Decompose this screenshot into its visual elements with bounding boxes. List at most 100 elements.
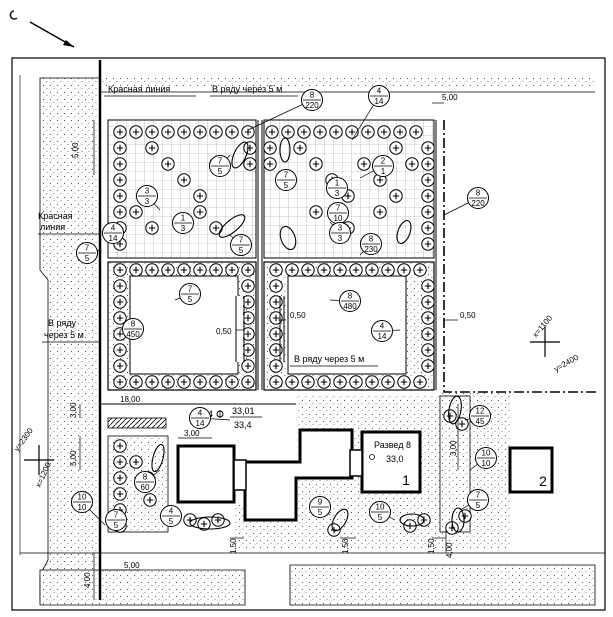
tree-symbol — [209, 221, 223, 235]
callout-top-number: 1 — [181, 214, 186, 223]
tree-symbol — [309, 205, 323, 219]
plant-callout: 75 — [209, 154, 231, 177]
callout-top-number: 7 — [476, 491, 481, 500]
callout-top-number: 7 — [85, 244, 90, 253]
tree-symbol — [113, 279, 127, 293]
tree-symbol — [297, 125, 311, 139]
tree-symbol — [421, 311, 435, 325]
tree-symbol — [113, 157, 127, 171]
tree-symbol — [421, 173, 435, 187]
callout-bottom-number: 5 — [114, 521, 119, 530]
benchmark-number: 4 — [208, 409, 213, 419]
tree-symbol — [293, 141, 307, 155]
tree-symbol — [333, 263, 347, 277]
callout-top-number: 7 — [239, 236, 244, 245]
callout-top-number: 2 — [381, 157, 386, 166]
plant-callout: 414 — [189, 407, 231, 429]
callout-bottom-number: 5 — [218, 167, 223, 176]
lawn-right — [263, 261, 435, 391]
callout-bottom-number: 3 — [335, 189, 340, 198]
plant-callout: 75 — [459, 489, 489, 511]
tree-symbol — [113, 205, 127, 219]
tree-symbol — [161, 157, 175, 171]
callout-top-number: 10 — [78, 493, 87, 502]
hatched-strip — [107, 417, 167, 429]
callout-top-number: 8 — [348, 292, 353, 301]
building-2-number: 2 — [539, 473, 547, 489]
tree-symbol — [113, 439, 127, 453]
dim-18: 18,00 — [120, 395, 141, 404]
dim-5-left: 5,00 — [69, 450, 78, 466]
tree-symbol — [113, 173, 127, 187]
street-lines — [19, 60, 605, 600]
tree-symbol — [301, 263, 315, 277]
callout-top-number: 8 — [143, 473, 148, 482]
tree-symbol — [161, 125, 175, 139]
tree-symbol — [113, 295, 127, 309]
dimensions — [79, 102, 459, 600]
plant-callout: 45 — [160, 505, 182, 527]
callout-top-number: 8 — [369, 235, 374, 244]
plant-callout: 75 — [174, 283, 201, 305]
tree-symbol — [113, 471, 127, 485]
tree-symbol — [269, 263, 283, 277]
callout-bottom-number: 5 — [85, 254, 90, 263]
callout-bottom-number: 230 — [364, 245, 378, 254]
callout-bottom-number: 5 — [476, 501, 481, 510]
tree-symbol — [397, 263, 411, 277]
tree-symbol — [421, 237, 435, 251]
razved-value: 33,0 — [386, 454, 404, 464]
tree-symbol — [421, 343, 435, 357]
tree-symbol — [145, 141, 159, 155]
tree-symbol — [285, 375, 299, 389]
callout-top-number: 3 — [338, 224, 343, 233]
tree-symbol — [381, 375, 395, 389]
garden-block-left — [107, 119, 257, 259]
row-5m-left-label-1: В ряду — [48, 318, 77, 328]
building-2 — [508, 446, 554, 494]
building-1-number: 1 — [402, 472, 410, 488]
callout-top-number: 9 — [318, 498, 323, 507]
tree-symbol — [421, 295, 435, 309]
callout-bottom-number: 480 — [343, 302, 357, 311]
tree-symbol — [243, 157, 257, 171]
dim-4-a: 4,00 — [83, 572, 92, 588]
callout-bottom-number: 10 — [334, 214, 343, 223]
tree-symbol — [161, 375, 175, 389]
tree-symbol — [129, 205, 143, 219]
coord-y2300: y=2300 — [12, 426, 35, 453]
tree-symbol — [389, 189, 403, 203]
tree-symbol — [193, 205, 207, 219]
dim-050-c: 0,50 — [460, 311, 476, 320]
tree-symbol — [113, 263, 127, 277]
callout-top-number: 3 — [145, 187, 150, 196]
callout-top-number: 8 — [131, 320, 136, 329]
tree-symbol — [145, 375, 159, 389]
tree-symbol — [421, 157, 435, 171]
tree-symbol — [113, 343, 127, 357]
dim-3-c: 3,00 — [449, 440, 458, 456]
callout-bottom-number: 14 — [196, 419, 205, 428]
paths — [100, 120, 437, 405]
tree-symbol — [145, 221, 159, 235]
row-5m-left-label-2: через 5 м — [44, 330, 84, 340]
tree-symbol — [225, 125, 239, 139]
tree-symbol — [409, 125, 423, 139]
tree-symbol — [458, 509, 472, 523]
razved-label: Развед 8 — [374, 440, 411, 450]
callout-top-number: 1 — [335, 179, 340, 188]
lawn-left — [107, 261, 257, 391]
callout-bottom-number: 5 — [378, 513, 383, 522]
plant-callout: 75 — [76, 242, 101, 264]
tree-symbol — [177, 173, 191, 187]
tree-symbol — [241, 375, 255, 389]
dim-050-a: 0,50 — [216, 327, 232, 336]
callout-bottom-number: 220 — [305, 101, 319, 110]
callout-top-number: 4 — [169, 507, 174, 516]
tree-symbol — [377, 125, 391, 139]
